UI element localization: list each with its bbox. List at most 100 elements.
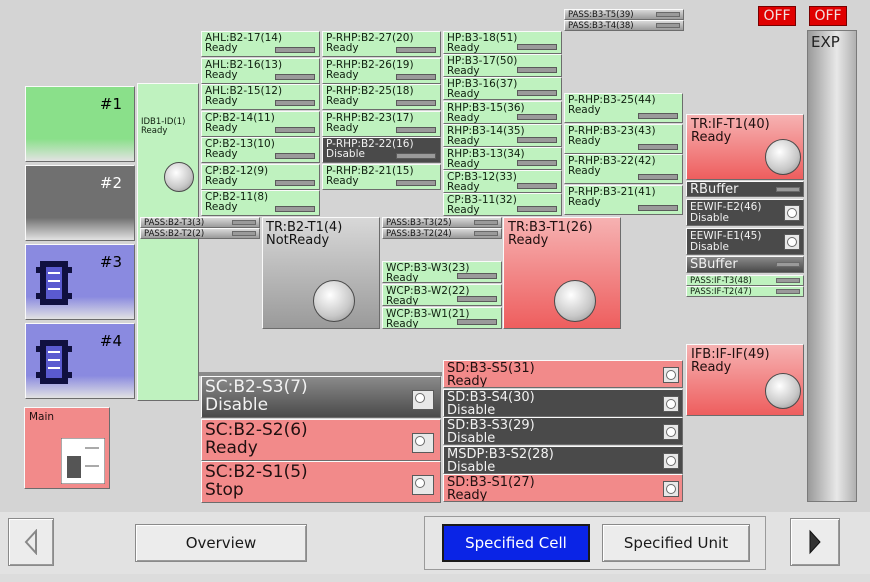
pass-b3-t3[interactable]: PASS:B3-T3(25) [382, 217, 502, 228]
b2-rhp-3[interactable]: P-RHP:B2-23(17) Ready [322, 110, 441, 137]
tr-b2-t1[interactable]: TR:B2-T1(4) NotReady [262, 217, 380, 329]
pass-if-t2[interactable]: PASS:IF-T2(47) [686, 286, 804, 297]
eewif-e1-name: EEWIF-E1(45) [690, 230, 762, 242]
pass-b2-t2[interactable]: PASS:B2-T2(2) [140, 228, 260, 239]
b2-rhp-0-status: Ready [326, 42, 359, 54]
eewif-e2-status: Disable [690, 212, 729, 224]
b2-cell-6[interactable]: CP:B2-11(8) Ready [201, 190, 320, 216]
b2-cell-0[interactable]: AHL:B2-17(14) Ready [201, 31, 320, 57]
select-button[interactable] [412, 475, 434, 495]
select-button[interactable] [412, 390, 434, 410]
b2-cell-6-name: CP:B2-11(8) [205, 191, 269, 203]
specified-cell-button[interactable]: Specified Cell [442, 524, 590, 562]
port-1[interactable]: #1 [25, 86, 135, 162]
b3-cell-7[interactable]: CP:B3-11(32) Ready [443, 193, 562, 217]
robot-icon [765, 373, 801, 409]
sc-cell-0[interactable]: SC:B2-S3(7) Disable [201, 376, 441, 418]
b2-cell-5[interactable]: CP:B2-12(9) Ready [201, 163, 320, 190]
b3-cell-3[interactable]: RHP:B3-15(36) Ready [443, 100, 562, 124]
b2-rhp-1[interactable]: P-RHP:B2-26(19) Ready [322, 57, 441, 84]
select-button[interactable] [412, 432, 434, 453]
specified-unit-button[interactable]: Specified Unit [602, 524, 750, 562]
b3-cell-5[interactable]: RHP:B3-13(34) Ready [443, 147, 562, 170]
port-4[interactable]: #4 [25, 323, 135, 399]
off-button-1[interactable]: OFF [758, 6, 796, 26]
b3-rhp-1[interactable]: P-RHP:B3-23(43) Ready [564, 123, 683, 154]
select-button[interactable] [663, 481, 679, 497]
b2-rhp-5[interactable]: P-RHP:B2-21(15) Ready [322, 163, 441, 190]
port-3[interactable]: #3 [25, 244, 135, 320]
select-button[interactable] [663, 452, 679, 469]
select-button[interactable] [784, 205, 800, 221]
b3-cell-0[interactable]: HP:B3-18(51) Ready [443, 31, 562, 54]
tr-b3-t1-status: Ready [508, 233, 549, 248]
rbuffer[interactable]: RBuffer [686, 181, 804, 197]
wcp-1[interactable]: WCP:B3-W2(22) Ready [382, 284, 502, 306]
sd-cell-0[interactable]: SD:B3-S5(31) Ready [443, 360, 683, 388]
b3-rhp-3[interactable]: P-RHP:B3-21(41) Ready [564, 184, 683, 215]
next-button[interactable] [790, 518, 840, 566]
select-button[interactable] [784, 234, 800, 250]
b3-cell-2[interactable]: HP:B3-16(37) Ready [443, 77, 562, 101]
sd-cell-3-status: Disable [447, 459, 496, 474]
eewif-e1[interactable]: EEWIF-E1(45) Disable [686, 228, 804, 255]
tr-if-t1[interactable]: TR:IF-T1(40) Ready [686, 114, 804, 180]
eewif-e2[interactable]: EEWIF-E2(46) Disable [686, 199, 804, 226]
slot-icon [396, 73, 436, 80]
sd-cell-1[interactable]: SD:B3-S4(30) Disable [443, 388, 683, 417]
wcp-0[interactable]: WCP:B3-W3(23) Ready [382, 261, 502, 283]
exp-column[interactable]: EXP [807, 30, 857, 502]
machine-icon [61, 438, 105, 484]
pass-b2-t2-label: PASS:B2-T2(2) [144, 229, 205, 239]
prev-button[interactable] [8, 518, 54, 566]
b2-cell-2[interactable]: AHL:B2-15(12) Ready [201, 84, 320, 110]
b2-cell-3[interactable]: CP:B2-14(11) Ready [201, 110, 320, 137]
sd-cell-2[interactable]: SD:B3-S3(29) Disable [443, 417, 683, 445]
overview-button[interactable]: Overview [135, 524, 307, 562]
b2-rhp-4[interactable]: P-RHP:B2-22(16) Disable [322, 137, 441, 163]
pass-b3-t5[interactable]: PASS:B3-T5(39) [564, 9, 684, 20]
port-2[interactable]: #2 [25, 165, 135, 241]
off-button-2[interactable]: OFF [809, 6, 847, 26]
select-button[interactable] [663, 367, 679, 383]
eewif-e1-status: Disable [690, 241, 729, 253]
b3-cell-6[interactable]: CP:B3-12(33) Ready [443, 170, 562, 194]
b2-rhp-0[interactable]: P-RHP:B2-27(20) Ready [322, 31, 441, 57]
ifb-if-if[interactable]: IFB:IF-IF(49) Ready [686, 344, 804, 416]
idb1-status: Ready [141, 126, 168, 136]
port-1-label: #1 [99, 95, 122, 113]
sbuffer[interactable]: SBuffer [686, 256, 804, 273]
sc-cell-0-name: SC:B2-S3(7) [205, 377, 308, 397]
wcp-2-status: Ready [386, 318, 419, 329]
b2-cell-1[interactable]: AHL:B2-16(13) Ready [201, 57, 320, 84]
pass-if-t3[interactable]: PASS:IF-T3(48) [686, 275, 804, 286]
b2-cell-4[interactable]: CP:B2-13(10) Ready [201, 137, 320, 163]
wcp-0-status: Ready [386, 272, 419, 283]
tr-b2-t1-status: NotReady [266, 233, 330, 248]
b3-cell-1-name: HP:B3-17(50) [447, 55, 518, 68]
select-button[interactable] [663, 395, 679, 412]
b3-rhp-2[interactable]: P-RHP:B3-22(42) Ready [564, 154, 683, 184]
b3-cell-0-name: HP:B3-18(51) [447, 32, 518, 44]
wcp-2[interactable]: WCP:B3-W1(21) Ready [382, 307, 502, 329]
idb1-unit[interactable]: IDB1-ID(1) Ready [137, 83, 199, 401]
b3-rhp-0[interactable]: P-RHP:B3-25(44) Ready [564, 93, 683, 123]
sc-cell-2[interactable]: SC:B2-S1(5) Stop [201, 461, 441, 503]
b3-cell-1-status: Ready [447, 65, 480, 78]
b3-cell-1[interactable]: HP:B3-17(50) Ready [443, 54, 562, 78]
b3-rhp-1-name: P-RHP:B3-23(43) [568, 124, 656, 137]
slot-icon [517, 136, 557, 143]
sd-cell-3[interactable]: MSDP:B3-S2(28) Disable [443, 445, 683, 474]
pass-b3-t2[interactable]: PASS:B3-T2(24) [382, 228, 502, 239]
idb1-name: IDB1-ID(1) [141, 117, 186, 127]
pass-b2-t3[interactable]: PASS:B2-T3(3) [140, 217, 260, 228]
sd-cell-4[interactable]: SD:B3-S1(27) Ready [443, 474, 683, 502]
sc-cell-1[interactable]: SC:B2-S2(6) Ready [201, 418, 441, 461]
main-unit[interactable]: Main [24, 407, 110, 489]
b2-rhp-2[interactable]: P-RHP:B2-25(18) Ready [322, 84, 441, 110]
b3-cell-4[interactable]: RHP:B3-14(35) Ready [443, 123, 562, 147]
b3-cell-4-status: Ready [447, 134, 480, 147]
tr-b3-t1[interactable]: TR:B3-T1(26) Ready [503, 217, 621, 329]
select-button[interactable] [663, 424, 679, 440]
pass-b3-t4[interactable]: PASS:B3-T4(38) [564, 20, 684, 31]
